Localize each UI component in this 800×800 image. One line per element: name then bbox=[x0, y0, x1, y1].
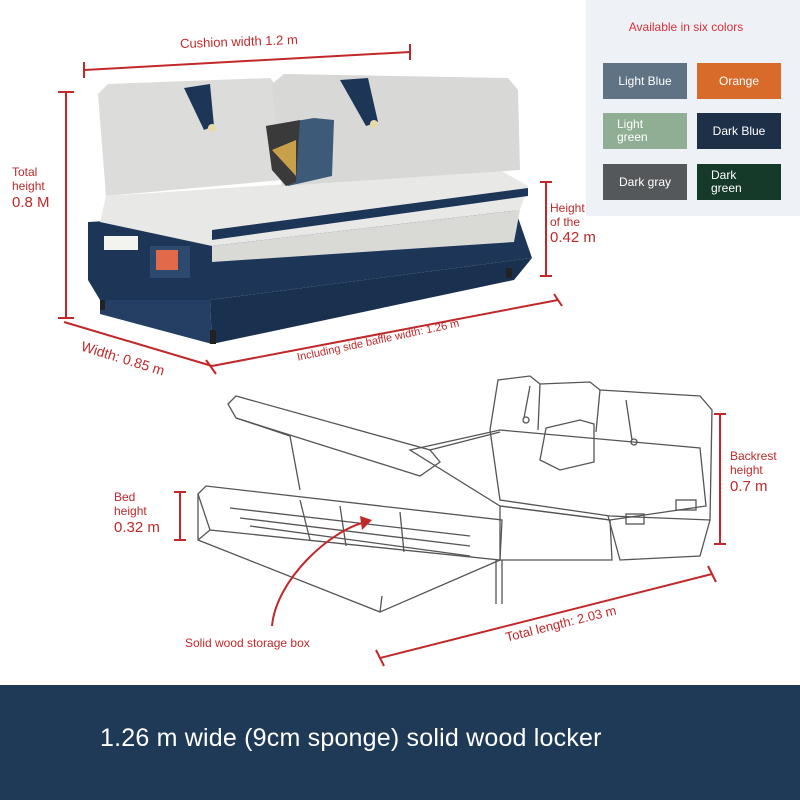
swatch-light-blue[interactable]: Light Blue bbox=[603, 63, 687, 99]
bed-height-value: 0.32 m bbox=[114, 519, 160, 536]
swatch-label: Dark Blue bbox=[712, 123, 766, 138]
seat-height-label: Height of the bbox=[550, 201, 585, 229]
sofa-illustration bbox=[58, 44, 563, 375]
color-options-panel: Available in six colors Light Blue Orang… bbox=[586, 0, 800, 216]
swatch-dark-blue[interactable]: Dark Blue bbox=[697, 113, 781, 149]
swatch-label: Light green bbox=[617, 117, 648, 144]
sofa-bed-line-drawing bbox=[174, 375, 726, 667]
seat-height-value: 0.42 m bbox=[550, 229, 596, 246]
total-height-value: 0.8 M bbox=[12, 194, 50, 211]
total-height-label: Total height bbox=[12, 165, 45, 193]
bed-height-label: Bed height bbox=[114, 490, 147, 518]
banner-caption: 1.26 m wide (9cm sponge) solid wood lock… bbox=[100, 724, 602, 752]
storage-box-label: Solid wood storage box bbox=[185, 636, 310, 650]
backrest-height-value: 0.7 m bbox=[730, 478, 768, 495]
swatch-orange[interactable]: Orange bbox=[697, 63, 781, 99]
swatch-label: Light Blue bbox=[618, 73, 672, 88]
swatch-dark-green[interactable]: Dark green bbox=[697, 164, 781, 200]
swatch-light-green[interactable]: Light green bbox=[603, 113, 687, 149]
backrest-height-label: Backrest height bbox=[730, 449, 777, 477]
footer-banner bbox=[0, 685, 800, 800]
colors-panel-title: Available in six colors bbox=[628, 20, 744, 34]
swatch-label: Orange bbox=[718, 73, 760, 88]
swatch-dark-gray[interactable]: Dark gray bbox=[603, 164, 687, 200]
swatch-label: Dark green bbox=[711, 168, 742, 195]
swatch-label: Dark gray bbox=[618, 174, 671, 189]
